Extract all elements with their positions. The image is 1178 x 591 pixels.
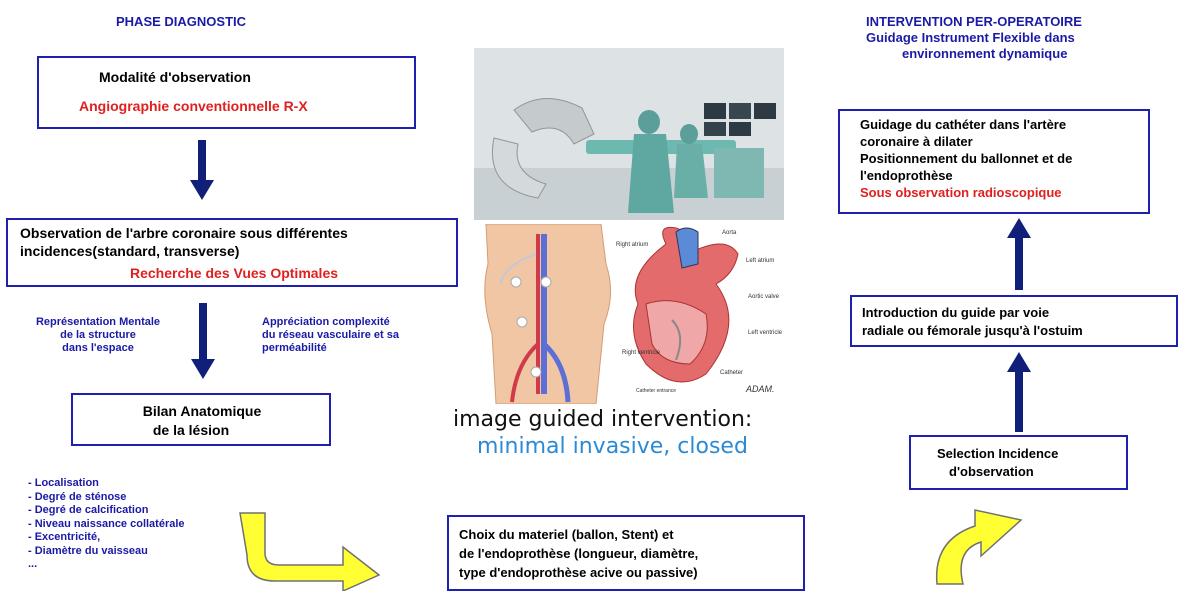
guidage-catheter-box: Guidage du cathéter dans l'artère corona… — [838, 109, 1150, 214]
materiel-line: type d'endoprothèse acive ou passive) — [459, 563, 698, 582]
curved-arrow-left — [235, 505, 385, 591]
note-left-line: Représentation Mentale — [18, 316, 178, 329]
angiographie-label: Angiographie conventionnelle R-X — [79, 98, 308, 114]
criteria-item: - Niveau naissance collatérale — [28, 518, 185, 532]
observation-line1: Observation de l'arbre coronaire sous di… — [20, 224, 348, 242]
selection-box: Selection Incidence d'observation — [909, 435, 1128, 490]
appreciation-note: Appréciation complexité du réseau vascul… — [262, 316, 399, 355]
criteria-list: - Localisation - Degré de sténose - Degr… — [28, 477, 185, 572]
label-left-ventricle: Left ventricle — [748, 330, 783, 336]
introduction-box: Introduction du guide par voie radiale o… — [850, 295, 1178, 347]
bilan-box: Bilan Anatomique de la lésion — [71, 393, 331, 446]
note-right-line: du réseau vasculaire et sa — [262, 329, 399, 342]
guidage-catheter-text: Guidage du cathéter dans l'artère corona… — [860, 116, 1072, 201]
bilan-line1: Bilan Anatomique — [73, 403, 331, 419]
note-right-line: Appréciation complexité — [262, 316, 399, 329]
criteria-item: - Degré de calcification — [28, 504, 185, 518]
operating-room-photo — [474, 48, 784, 220]
bilan-line2: de la lésion — [73, 422, 309, 438]
introduction-line: Introduction du guide par voie — [862, 304, 1083, 322]
guidage-title: Guidage Instrument Flexible dans — [866, 30, 1075, 45]
adam-logo: ADAM. — [745, 384, 775, 394]
guidage-line: coronaire à dilater — [860, 133, 1072, 150]
arrow-up-2 — [1001, 352, 1041, 432]
sous-observation-line: Sous observation radioscopique — [860, 184, 1072, 201]
curved-arrow-right — [925, 492, 1035, 591]
materiel-line: Choix du materiel (ballon, Stent) et — [459, 525, 698, 544]
selection-line: d'observation — [937, 463, 1058, 481]
environnement-title: environnement dynamique — [902, 46, 1067, 61]
introduction-line: radiale ou fémorale jusqu'à l'ostuim — [862, 322, 1083, 340]
arrow-down-1 — [183, 140, 223, 202]
note-left-line: de la structure — [18, 329, 178, 342]
guidage-line: Guidage du cathéter dans l'artère — [860, 116, 1072, 133]
criteria-item: - Localisation — [28, 477, 185, 491]
materiel-line: de l'endoprothèse (longueur, diamètre, — [459, 544, 698, 563]
introduction-text: Introduction du guide par voie radiale o… — [862, 304, 1083, 340]
note-right-line: perméabilité — [262, 342, 399, 355]
intervention-title: INTERVENTION PER-OPERATOIRE — [866, 14, 1082, 29]
criteria-item: - Degré de sténose — [28, 491, 185, 505]
observation-box: Observation de l'arbre coronaire sous di… — [6, 218, 458, 287]
criteria-item: - Excentricité, — [28, 531, 185, 545]
caption-line2: minimal invasive, closed — [477, 434, 748, 459]
selection-line: Selection Incidence — [937, 445, 1058, 463]
label-catheter-entrance: Catheter entrance — [636, 388, 676, 394]
anatomy-illustration: Aorta Left atrium Right atrium Aortic va… — [476, 224, 794, 404]
phase-diagnostic-title: PHASE DIAGNOSTIC — [116, 14, 246, 29]
label-right-atrium: Right atrium — [616, 242, 648, 248]
criteria-item: - Diamètre du vaisseau — [28, 545, 185, 559]
representation-note: Représentation Mentale de la structure d… — [18, 316, 178, 355]
observation-line2: incidences(standard, transverse) — [20, 242, 239, 260]
label-right-ventricle: Right ventricle — [622, 350, 661, 356]
selection-text: Selection Incidence d'observation — [937, 445, 1058, 481]
modalite-label: Modalité d'observation — [99, 69, 251, 85]
label-aorta: Aorta — [722, 230, 737, 236]
guidage-line: l'endoprothèse — [860, 167, 1072, 184]
criteria-item: ... — [28, 558, 185, 572]
arrow-up-1 — [1001, 218, 1041, 290]
label-left-atrium: Left atrium — [746, 258, 774, 264]
guidage-line: Positionnement du ballonnet et de — [860, 150, 1072, 167]
label-aortic-valve: Aortic valve — [748, 294, 780, 300]
operating-room-illustration — [474, 48, 784, 220]
vues-optimales-label: Recherche des Vues Optimales — [130, 265, 338, 281]
arrow-down-2 — [185, 303, 225, 381]
label-catheter: Catheter — [720, 370, 743, 376]
caption-line1: image guided intervention: — [453, 407, 752, 432]
materiel-box: Choix du materiel (ballon, Stent) et de … — [447, 515, 805, 591]
note-left-line: dans l'espace — [18, 342, 178, 355]
materiel-text: Choix du materiel (ballon, Stent) et de … — [459, 525, 698, 582]
heart-catheter-illustration: Aorta Left atrium Right atrium Aortic va… — [476, 224, 794, 404]
modalite-box: Modalité d'observation Angiographie conv… — [37, 56, 416, 129]
